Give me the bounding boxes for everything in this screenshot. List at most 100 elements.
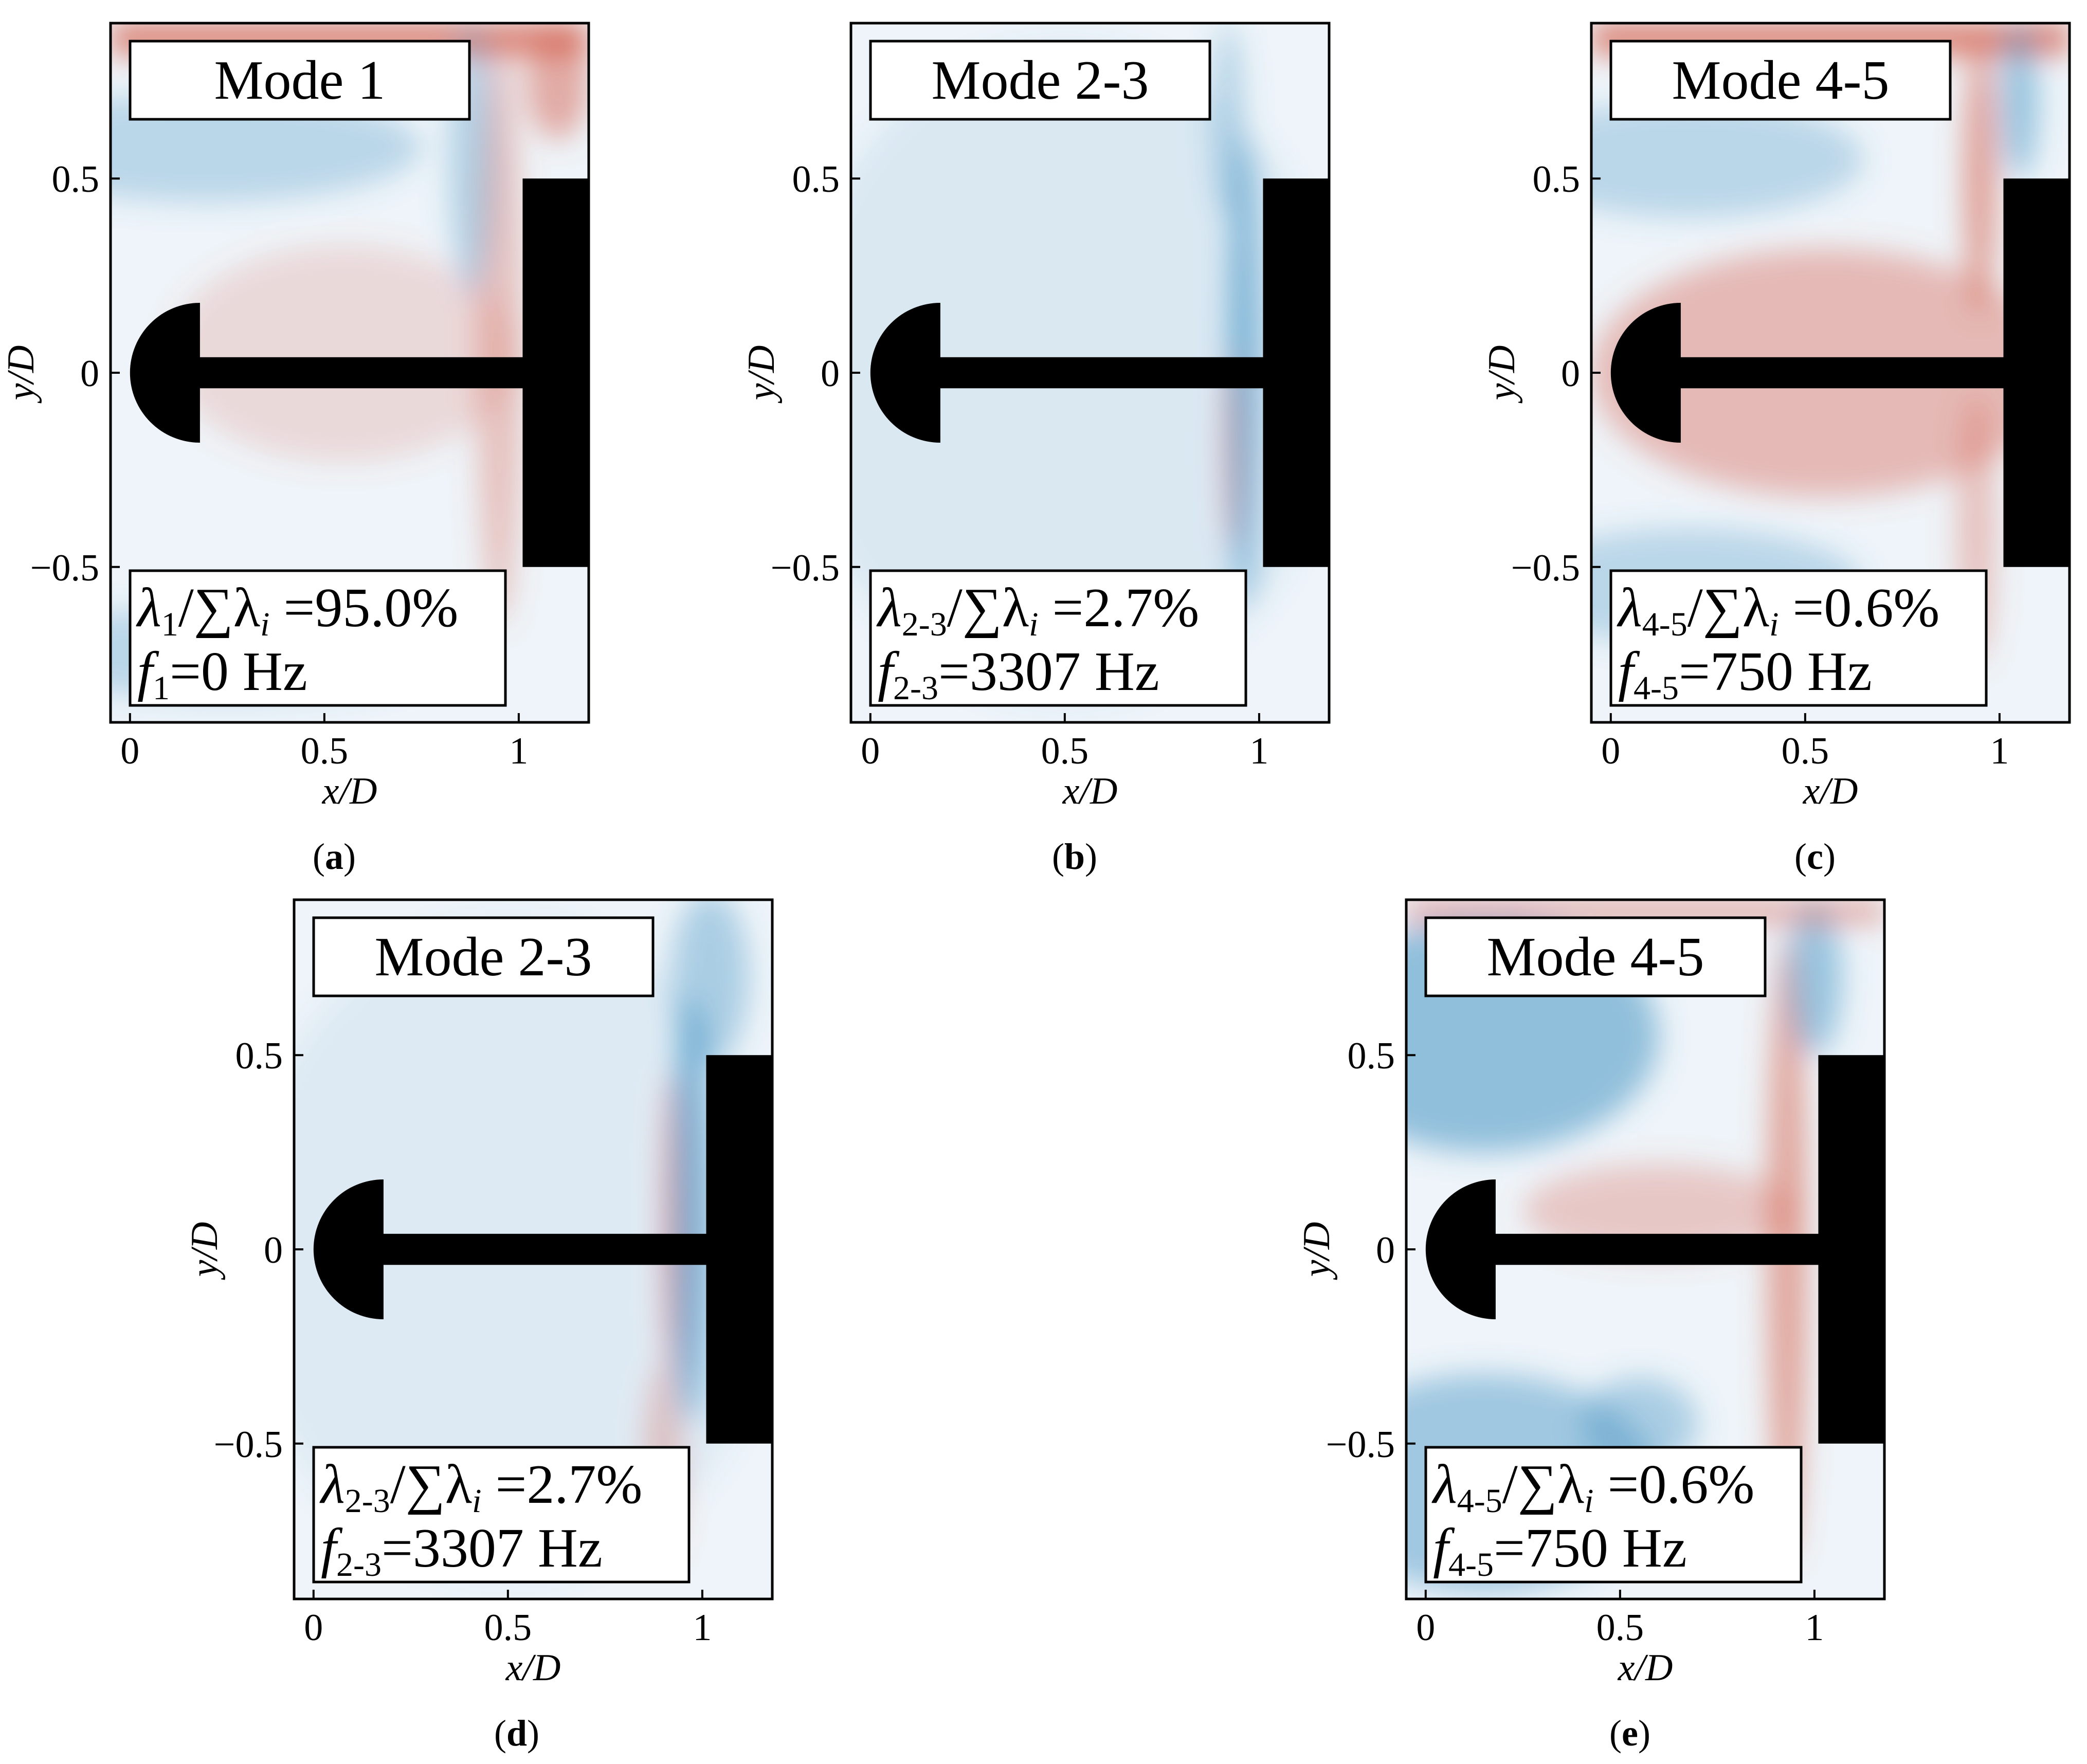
x-axis-label: x/D bbox=[322, 770, 377, 812]
panel-label-letter: c bbox=[1807, 836, 1823, 877]
panel-label-letter: b bbox=[1064, 836, 1085, 877]
mode-info-box bbox=[1609, 569, 1988, 707]
lambda-subscript: 1 bbox=[161, 606, 178, 643]
heatmap-blob bbox=[1224, 353, 1240, 548]
model-strut bbox=[939, 357, 1264, 389]
lambda-subscript: 4-5 bbox=[1457, 1482, 1502, 1520]
panel-label-close: ) bbox=[1085, 836, 1097, 877]
y-tick-label: 0 bbox=[1561, 353, 1580, 395]
frequency-value: =750 Hz bbox=[1679, 641, 1872, 702]
heatmap-blob bbox=[1787, 900, 1842, 1056]
model-nose bbox=[1610, 303, 1681, 443]
frequency-value: =3307 Hz bbox=[938, 641, 1159, 702]
ratio-subscript: i bbox=[260, 606, 269, 643]
x-tick-label: 0 bbox=[304, 1607, 323, 1649]
x-axis-label: x/D bbox=[1803, 770, 1858, 812]
panel-label-close: ) bbox=[343, 836, 356, 877]
panel-label-open: ( bbox=[1609, 1713, 1622, 1754]
panel-label-open: ( bbox=[1794, 836, 1807, 877]
ratio-subscript: i bbox=[472, 1482, 481, 1520]
y-axis-label: y/D bbox=[740, 345, 783, 404]
y-tick-label: −0.5 bbox=[30, 547, 99, 589]
mode-title-box bbox=[312, 916, 655, 997]
energy-ratio-value: =0.6% bbox=[1593, 1454, 1754, 1515]
mode-title-box bbox=[869, 40, 1211, 121]
panel-label-open: ( bbox=[313, 836, 325, 877]
energy-ratio-value: =2.7% bbox=[481, 1454, 642, 1515]
frequency-text: f2-3=3307 Hz bbox=[321, 1518, 603, 1584]
frequency-value: =750 Hz bbox=[1494, 1518, 1687, 1579]
frequency-value: =0 Hz bbox=[170, 641, 307, 702]
ratio-subscript: i bbox=[1584, 1482, 1593, 1520]
model-wall bbox=[706, 1055, 772, 1444]
x-tick-label: 0.5 bbox=[1596, 1607, 1644, 1649]
y-axis-label: y/D bbox=[1481, 345, 1523, 404]
mode-info-box bbox=[869, 569, 1247, 707]
heatmap-blob bbox=[1964, 42, 1996, 315]
model-strut bbox=[382, 1233, 707, 1265]
model-silhouette bbox=[130, 178, 589, 567]
frequency-subscript: 2-3 bbox=[893, 669, 938, 707]
x-axis-label: x/D bbox=[1618, 1647, 1673, 1689]
heatmap-blob bbox=[1212, 23, 1244, 217]
panel-label: (b) bbox=[1052, 836, 1097, 877]
energy-ratio-text: λ1/∑λi =95.0% bbox=[136, 577, 458, 643]
mode-info-box bbox=[1424, 1446, 1803, 1584]
heatmap-blob bbox=[527, 23, 589, 140]
model-nose bbox=[870, 303, 940, 443]
mode-info-box bbox=[129, 569, 507, 707]
lambda-symbol: λ bbox=[1617, 577, 1642, 639]
model-strut bbox=[1494, 1233, 1820, 1265]
energy-ratio-value: =2.7% bbox=[1038, 577, 1199, 639]
y-tick-label: −0.5 bbox=[1511, 547, 1580, 589]
x-tick-label: 0.5 bbox=[301, 730, 349, 772]
panel-label-close: ) bbox=[1823, 836, 1836, 877]
x-tick-label: 1 bbox=[1249, 730, 1268, 772]
panel-label-close: ) bbox=[527, 1713, 539, 1754]
y-tick-label: 0 bbox=[821, 353, 840, 395]
frequency-text: f4-5=750 Hz bbox=[1433, 1518, 1687, 1584]
energy-ratio-text: λ2-3/∑λi =2.7% bbox=[876, 577, 1199, 643]
lambda-symbol: λ bbox=[876, 577, 902, 639]
y-tick-label: 0.5 bbox=[1348, 1035, 1395, 1077]
y-tick-label: 0.5 bbox=[792, 158, 840, 201]
model-silhouette bbox=[1610, 178, 2070, 567]
mode-title: Mode 4-5 bbox=[1672, 50, 1890, 111]
panel-label-open: ( bbox=[1052, 836, 1064, 877]
y-tick-label: 0.5 bbox=[235, 1035, 283, 1077]
x-axis-label: x/D bbox=[505, 1647, 561, 1689]
model-silhouette bbox=[1425, 1055, 1884, 1444]
panel-label-open: ( bbox=[494, 1713, 506, 1754]
model-nose bbox=[313, 1179, 384, 1319]
mode-title: Mode 4-5 bbox=[1487, 926, 1704, 988]
lambda-symbol: λ bbox=[136, 577, 161, 639]
mode-title: Mode 2-3 bbox=[932, 50, 1149, 111]
model-strut bbox=[1679, 357, 2005, 389]
y-axis-label: y/D bbox=[1296, 1222, 1338, 1281]
y-tick-label: −0.5 bbox=[1326, 1424, 1395, 1466]
x-tick-label: 0 bbox=[861, 730, 880, 772]
x-tick-label: 1 bbox=[509, 730, 528, 772]
y-tick-label: 0 bbox=[264, 1229, 283, 1271]
panel-label-letter: a bbox=[325, 836, 343, 877]
lambda-symbol: λ bbox=[1431, 1454, 1457, 1515]
frequency-subscript: 1 bbox=[153, 669, 170, 707]
x-tick-label: 0 bbox=[1416, 1607, 1435, 1649]
panel-label-letter: d bbox=[506, 1713, 527, 1754]
ratio-subscript: i bbox=[1029, 606, 1038, 643]
lambda-subscript: 2-3 bbox=[902, 606, 947, 643]
model-wall bbox=[1818, 1055, 1884, 1444]
ratio-separator: /∑λ bbox=[1502, 1454, 1584, 1515]
x-tick-label: 0 bbox=[120, 730, 139, 772]
energy-ratio-text: λ2-3/∑λi =2.7% bbox=[319, 1454, 642, 1520]
energy-ratio-value: =95.0% bbox=[270, 577, 459, 639]
frequency-text: f2-3=3307 Hz bbox=[878, 641, 1159, 707]
model-wall bbox=[2003, 178, 2070, 567]
panel-label: (e) bbox=[1609, 1713, 1650, 1754]
frequency-text: f1=0 Hz bbox=[137, 641, 307, 707]
x-axis-label: x/D bbox=[1062, 770, 1118, 812]
